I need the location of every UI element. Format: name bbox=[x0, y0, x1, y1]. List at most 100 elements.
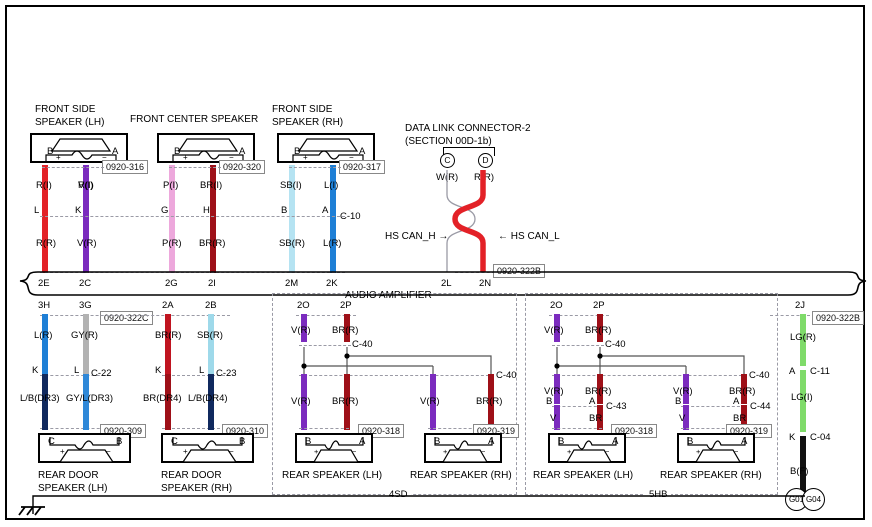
rear-door-lh-title1: REAR DOOR bbox=[38, 470, 99, 481]
connector-rail-0920-318-4sd bbox=[299, 428, 349, 429]
wire-V-4sd-top bbox=[301, 314, 307, 342]
rear-5hb-lh-title: REAR SPEAKER (LH) bbox=[533, 470, 634, 481]
can-twisted-pair bbox=[446, 170, 486, 272]
wire-LG-R-ground bbox=[800, 314, 806, 366]
wire-label-R-R: R(R) bbox=[36, 238, 57, 249]
joint-rail-C-23 bbox=[162, 375, 230, 376]
wire-label-BR-DR4: BR(DR4) bbox=[143, 393, 182, 404]
svg-text:+: + bbox=[183, 447, 188, 456]
wire-BR-front-center bbox=[210, 165, 216, 273]
wire-label-BR-R-5hb-rh: BR(R) bbox=[729, 386, 756, 397]
dlc-pin-d-circle: D bbox=[478, 153, 493, 168]
amp-pin-2O-5hb: 2O bbox=[550, 300, 563, 311]
amplifier-label: AUDIO AMPLIFIER bbox=[345, 290, 432, 301]
rear-5hb-rh-term-left: B bbox=[687, 436, 694, 447]
wire-label-BR-R-5hb-lh: BR(R) bbox=[585, 386, 612, 397]
amp-rail-5hb bbox=[549, 315, 609, 316]
joint-pin-K-c22: K bbox=[32, 365, 39, 376]
amp-rail-4sd bbox=[296, 315, 356, 316]
joint-pin-K-c23: K bbox=[155, 365, 162, 376]
wire-V-4sd-rh bbox=[430, 374, 436, 430]
ground-bus-line bbox=[18, 495, 805, 516]
dlc-title-line2: (SECTION 00D-1b) bbox=[405, 136, 492, 147]
amp-pin-2J: 2J bbox=[795, 300, 806, 311]
joint-pin-L: L bbox=[34, 205, 40, 216]
svg-text:+: + bbox=[56, 153, 61, 162]
wire-label-BR-I: BR(I) bbox=[200, 180, 223, 191]
wire-LB-DR4-rear-door-rh bbox=[208, 374, 214, 430]
svg-text:+: + bbox=[696, 447, 701, 456]
wire-label-BR-R-5hb-top: BR(R) bbox=[585, 325, 612, 336]
wire-L-R-rear-door-lh bbox=[42, 314, 48, 376]
speaker-title-front-center: FRONT CENTER SPEAKER bbox=[130, 114, 259, 125]
joint-label-C-22: C-22 bbox=[91, 368, 112, 379]
wire-V-5hb-rh-low bbox=[683, 405, 689, 430]
joint-rail-C-40-5hb-bottom bbox=[552, 375, 747, 376]
dlc-bracket bbox=[443, 147, 495, 156]
speaker-symbol-rear-5hb-rh: + − bbox=[677, 433, 755, 463]
rear-door-rh-term-left: C bbox=[171, 436, 178, 447]
wire-label-L-R: L(R) bbox=[323, 238, 342, 249]
wire-label-B-F: B(F) bbox=[790, 466, 809, 477]
amp-pin-2G: 2G bbox=[165, 278, 178, 289]
speaker-term-front-side-lh-left: B bbox=[47, 146, 54, 157]
joint-label-C-43: C-43 bbox=[606, 401, 627, 412]
wire-V-front-side-lh bbox=[83, 165, 89, 273]
section-tag-4sd: 4SD bbox=[385, 489, 412, 500]
joint-pin-K-c04: K bbox=[789, 432, 796, 443]
wire-label-SB-R: SB(R) bbox=[279, 238, 305, 249]
amp-pin-2P-4sd: 2P bbox=[340, 300, 352, 311]
amp-pin-2N: 2N bbox=[479, 278, 492, 289]
ground-point-g04: G04 bbox=[802, 488, 825, 511]
wire-label-V-R: V(R) bbox=[77, 238, 97, 249]
joint-label-C-44: C-44 bbox=[750, 401, 771, 412]
wire-label-P-R: P(R) bbox=[162, 238, 182, 249]
wire-label-BR-R-4sd-rh: BR(R) bbox=[476, 396, 503, 407]
svg-text:−: − bbox=[352, 447, 357, 456]
wire-label-V-R-4sd-rh: V(R) bbox=[420, 396, 440, 407]
wire-LB-DR3-rear-door-lh bbox=[42, 374, 48, 430]
svg-text:+: + bbox=[314, 447, 319, 456]
wire-GYL-DR3-rear-door-lh bbox=[83, 374, 89, 430]
speaker-term-front-side-rh-left: B bbox=[294, 146, 301, 157]
joint-pin-G: G bbox=[161, 205, 169, 216]
wire-BR-5hb-lh-mid bbox=[597, 374, 603, 404]
rear-5hb-lh-term-left: B bbox=[558, 436, 565, 447]
wire-SB-R-rear-door-rh bbox=[208, 314, 214, 376]
wire-label-BR-R-door: BR(R) bbox=[155, 330, 182, 341]
amp-pin-2L: 2L bbox=[441, 278, 452, 289]
section-tag-5hb: 5HB bbox=[645, 489, 672, 500]
diagram-frame bbox=[5, 5, 865, 520]
dlc-pin-c-circle: C bbox=[440, 153, 455, 168]
speaker-title-front-side-lh-line1: FRONT SIDE bbox=[35, 104, 96, 115]
dlc-title-line1: DATA LINK CONNECTOR-2 bbox=[405, 123, 531, 134]
connector-label-0920-322B-top: 0920-322B bbox=[493, 264, 546, 278]
can-h-label: HS CAN_H → bbox=[385, 231, 449, 242]
wire-BR-4sd-lh bbox=[344, 374, 350, 430]
amp-pin-2M: 2M bbox=[285, 278, 299, 289]
rear-4sd-rh-term-left: B bbox=[434, 436, 441, 447]
wire-GY-R-rear-door-lh bbox=[83, 314, 89, 376]
svg-text:+: + bbox=[60, 447, 65, 456]
joint-pin-A-c11: A bbox=[789, 366, 796, 377]
audio-amplifier-body bbox=[19, 271, 867, 296]
amp-pin-2P-5hb: 2P bbox=[593, 300, 605, 311]
speaker-symbol-rear-door-rh: + − bbox=[161, 433, 254, 463]
rear-door-lh-title2: SPEAKER (LH) bbox=[38, 483, 108, 494]
connector-rail-0920-320 bbox=[169, 167, 221, 168]
connector-rail-0920-319-5hb bbox=[681, 428, 745, 429]
rear-4sd-lh-title: REAR SPEAKER (LH) bbox=[282, 470, 383, 481]
svg-text:−: − bbox=[102, 153, 107, 162]
joint-label-C-40-5hb-top: C-40 bbox=[605, 339, 626, 350]
wire-V-5hb-top bbox=[554, 314, 560, 342]
speaker-symbol-front-side-rh: + − bbox=[277, 133, 375, 163]
svg-text:−: − bbox=[605, 447, 610, 456]
joint-pin-L-c22: L bbox=[74, 365, 80, 376]
svg-text:+: + bbox=[567, 447, 572, 456]
joint-rail-C-44 bbox=[681, 406, 745, 407]
wire-label-LG-I: LG(I) bbox=[791, 392, 813, 403]
rear-door-lh-term-left: C bbox=[48, 436, 55, 447]
joint-label-C-11: C-11 bbox=[810, 366, 830, 377]
speaker-symbol-front-center: + − bbox=[157, 133, 255, 163]
